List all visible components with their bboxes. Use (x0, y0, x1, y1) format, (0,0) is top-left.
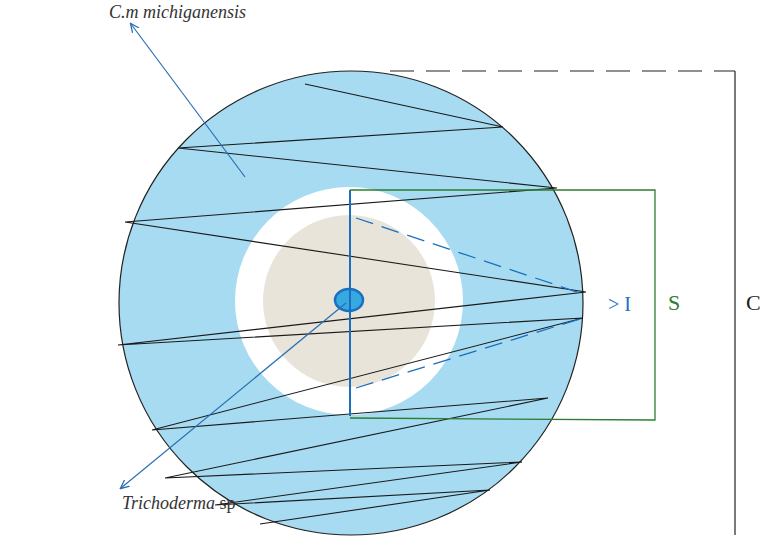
c-bracket-top (390, 70, 735, 71)
s-bracket (350, 190, 655, 420)
radius-line (349, 190, 351, 416)
inhibition-zone (235, 187, 463, 415)
inhibition-guide (356, 218, 583, 294)
s-label: S (668, 292, 680, 314)
c-bracket (734, 71, 735, 535)
leader-arrow (121, 303, 346, 488)
inhibition-label: > I (608, 294, 631, 314)
organism-label: Trichoderma sp (122, 494, 236, 512)
streak-lines (118, 84, 586, 524)
c-label: C (746, 292, 761, 314)
organism-label: C.m michiganensis (109, 3, 246, 21)
bacterial-lawn (119, 71, 583, 535)
inhibition-guide (356, 318, 583, 388)
leader-arrow (131, 24, 245, 177)
